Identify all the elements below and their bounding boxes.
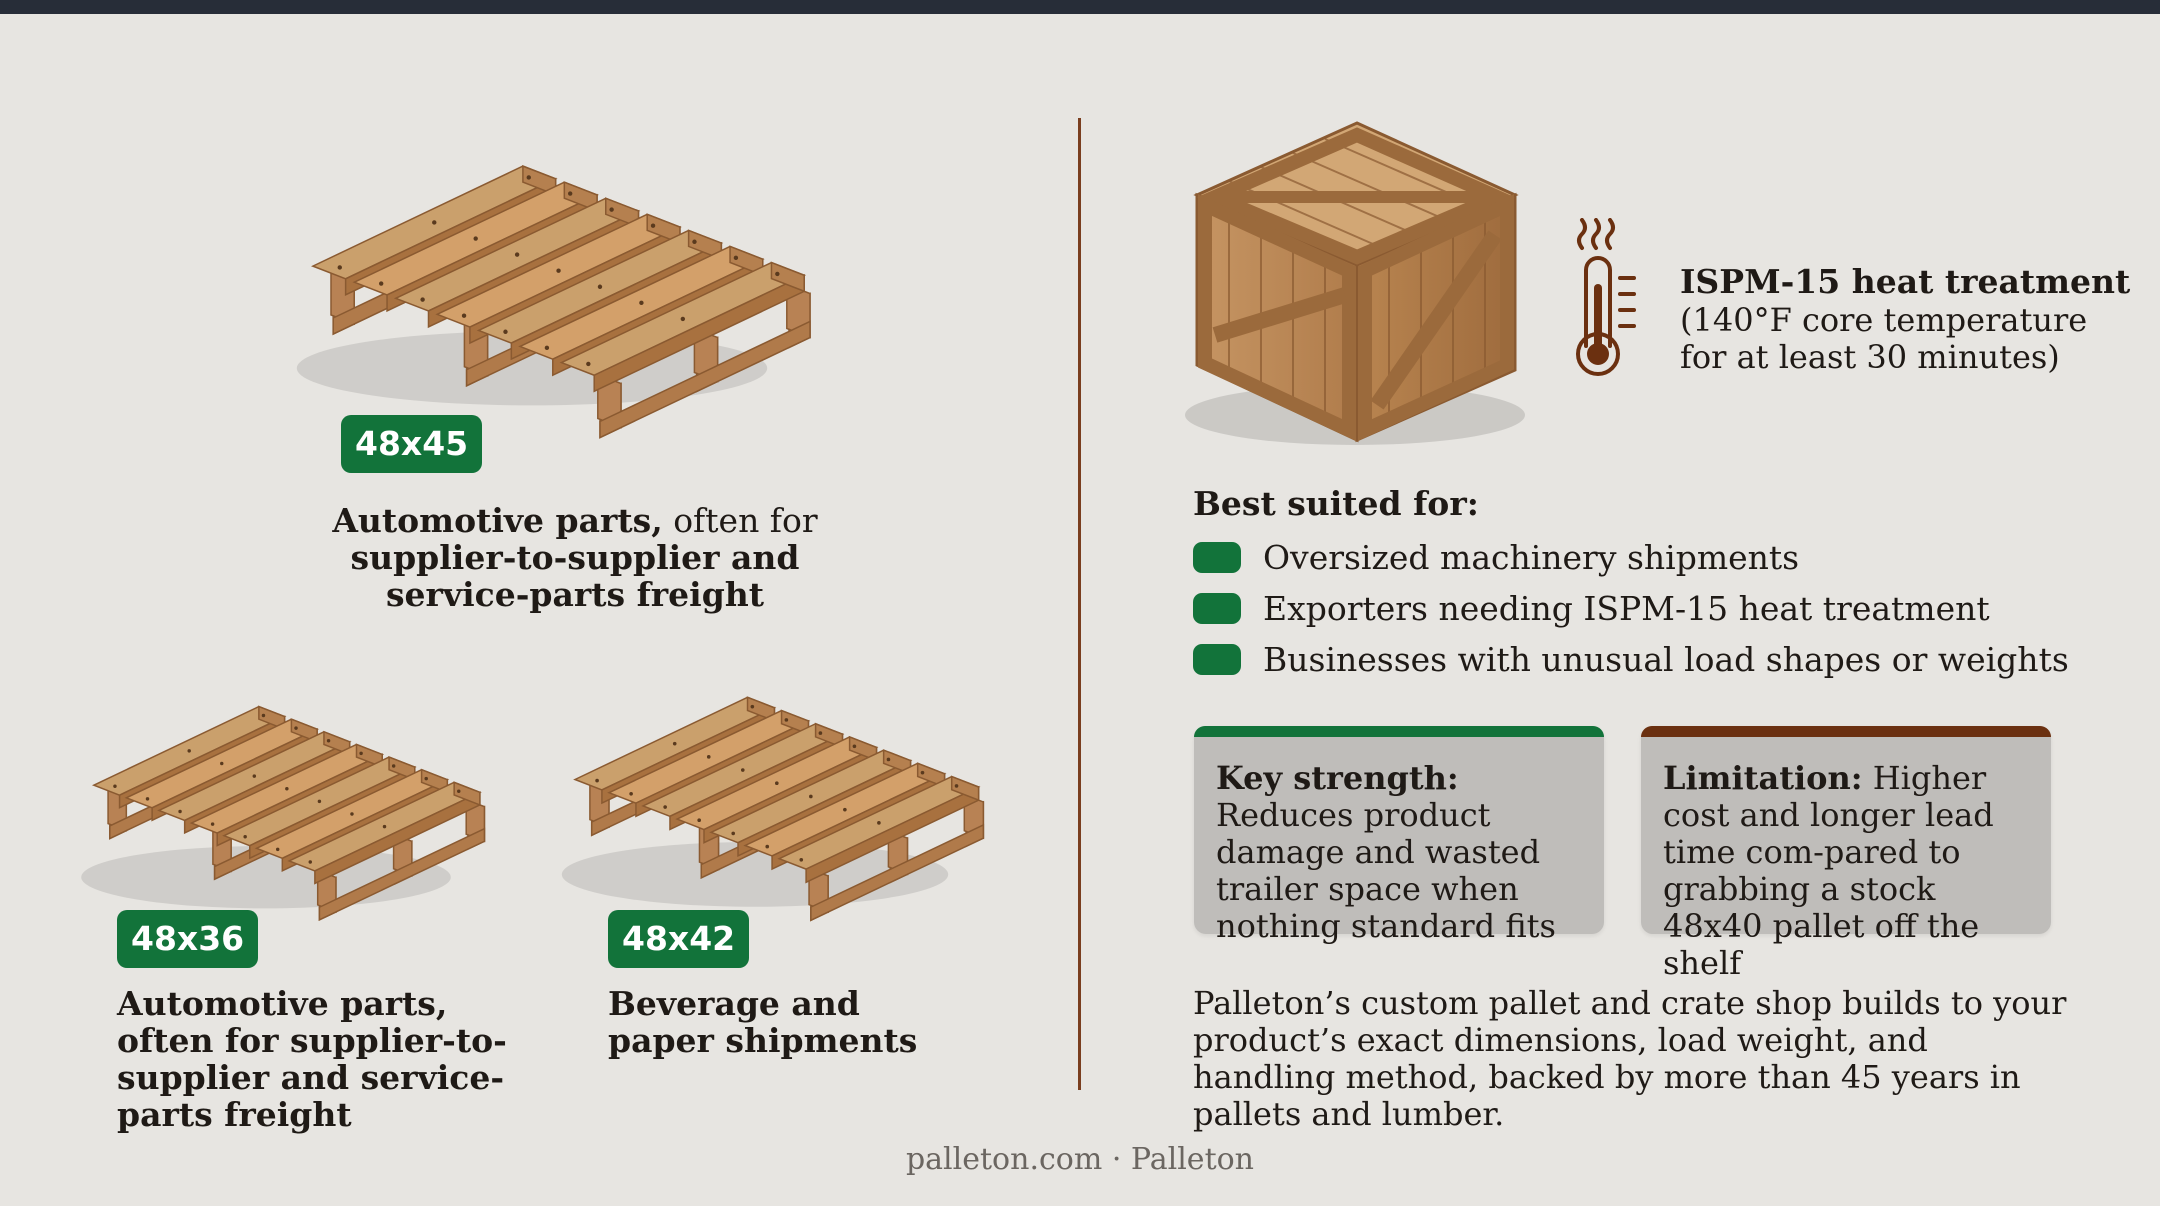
heat-treatment-description: (140°F core temperature for at least 30 … <box>1680 301 2088 376</box>
limitation-text: Higher cost and longer lead time com-par… <box>1663 759 1994 982</box>
key-strength-card: Key strength: Reduces product damage and… <box>1194 726 1604 945</box>
caption-bold-b: supplier-to-supplier and service-parts f… <box>350 538 800 614</box>
size-badge-48x42: 48x42 <box>608 910 750 968</box>
pallet-caption-48x45: Automotive parts, often for supplier-to-… <box>275 502 875 613</box>
top-bar <box>0 0 2160 14</box>
size-badge-48x45: 48x45 <box>341 415 483 473</box>
limitation-card: Limitation: Higher cost and longer lead … <box>1641 726 2051 982</box>
thermometer-heat-icon <box>1576 218 1636 376</box>
list-item-label: Oversized machinery shipments <box>1263 538 1800 577</box>
key-strength-text: Reduces product damage and wasted traile… <box>1216 796 1556 945</box>
best-suited-title: Best suited for: <box>1193 484 1479 523</box>
key-strength-label: Key strength: <box>1216 759 1459 797</box>
caption-bold-a: Automotive parts, <box>332 501 663 540</box>
pallet-illustration-48x42 <box>561 696 985 922</box>
footer-credit: palleton.com · Palleton <box>905 1142 1255 1177</box>
list-item: Businesses with unusual load shapes or w… <box>1193 634 2069 685</box>
pallet-illustration-48x36 <box>81 705 486 922</box>
bullet-pill-icon <box>1193 644 1241 675</box>
bullet-pill-icon <box>1193 593 1241 624</box>
closing-paragraph: Palleton’s custom pallet and crate shop … <box>1193 984 2067 1133</box>
pallet-caption-48x42: Beverage and paper shipments <box>608 984 918 1060</box>
list-item-label: Exporters needing ISPM-15 heat treatment <box>1263 589 1990 628</box>
list-item: Oversized machinery shipments <box>1193 532 2069 583</box>
vertical-divider <box>1078 118 1081 1090</box>
best-suited-list: Oversized machinery shipments Exporters … <box>1193 532 2069 685</box>
card-accent-bar <box>1194 726 1604 737</box>
card-accent-bar <box>1641 726 2051 737</box>
caption-regular: often for <box>662 501 818 540</box>
bullet-pill-icon <box>1193 542 1241 573</box>
pallet-illustration-48x45 <box>296 165 811 439</box>
list-item: Exporters needing ISPM-15 heat treatment <box>1193 583 2069 634</box>
pallet-caption-48x36: Automotive parts, often for supplier-to-… <box>117 984 507 1134</box>
list-item-label: Businesses with unusual load shapes or w… <box>1263 640 2069 679</box>
heat-treatment-title: ISPM-15 heat treatment <box>1680 262 2131 301</box>
size-badge-48x36: 48x36 <box>117 910 259 968</box>
wooden-crate-illustration <box>1185 121 1525 445</box>
limitation-label: Limitation: <box>1663 759 1863 797</box>
